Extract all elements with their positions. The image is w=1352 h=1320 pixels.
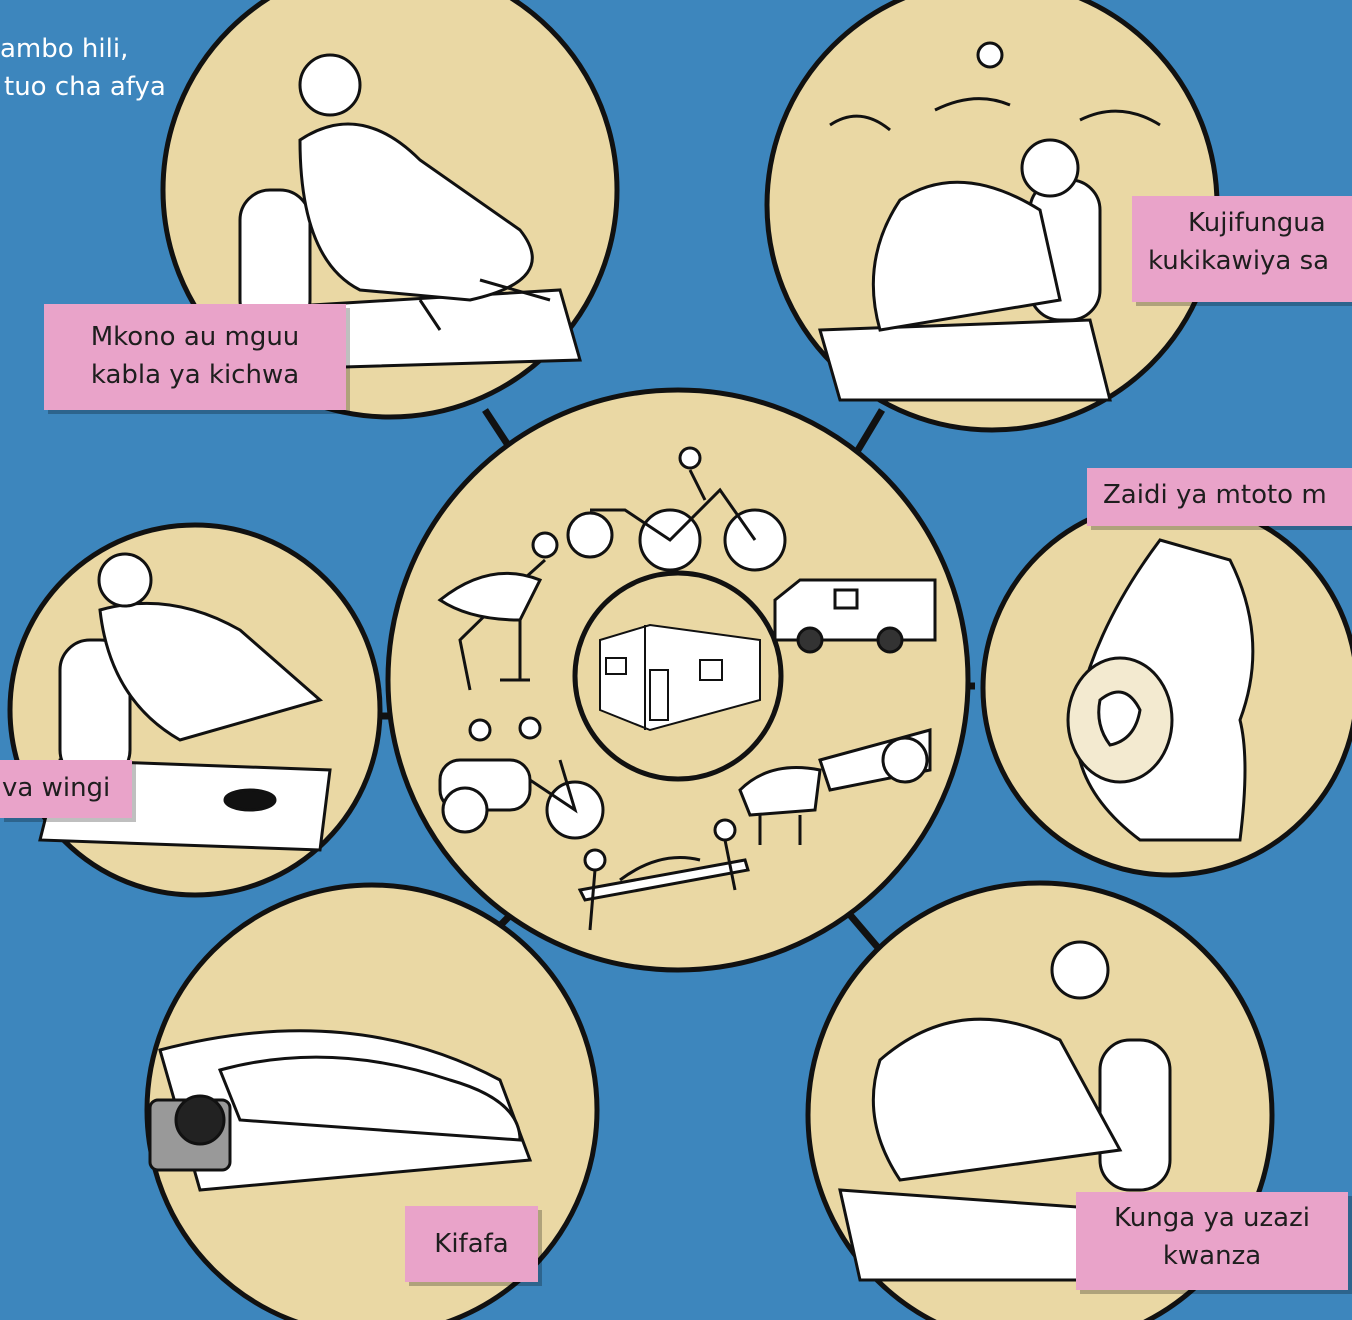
- label-seizure-line-1: Kifafa: [405, 1225, 538, 1263]
- label-breech-line-2: kabla ya kichwa: [44, 356, 346, 394]
- ambulance-icon: [775, 580, 935, 652]
- label-prolonged: Kujifungua kukikawiya sa: [1132, 196, 1352, 302]
- label-prolonged-line-1: Kujifungua: [1132, 204, 1352, 242]
- label-cord-line-1: Kunga ya uzazi: [1076, 1199, 1348, 1237]
- label-seizure: Kifafa: [405, 1206, 538, 1282]
- label-cord-line-2: kwanza: [1076, 1237, 1348, 1275]
- label-breech-line-1: Mkono au mguu: [44, 318, 346, 356]
- label-breech: Mkono au mguu kabla ya kichwa: [44, 304, 346, 410]
- label-twins: Zaidi ya mtoto m: [1087, 468, 1352, 526]
- label-bleeding: va wingi: [0, 760, 132, 818]
- label-prolonged-line-2: kukikawiya sa: [1132, 242, 1352, 280]
- label-cord: Kunga ya uzazi kwanza: [1076, 1192, 1348, 1290]
- label-bleeding-line-1: va wingi: [0, 769, 132, 807]
- label-twins-line-1: Zaidi ya mtoto m: [1087, 476, 1352, 514]
